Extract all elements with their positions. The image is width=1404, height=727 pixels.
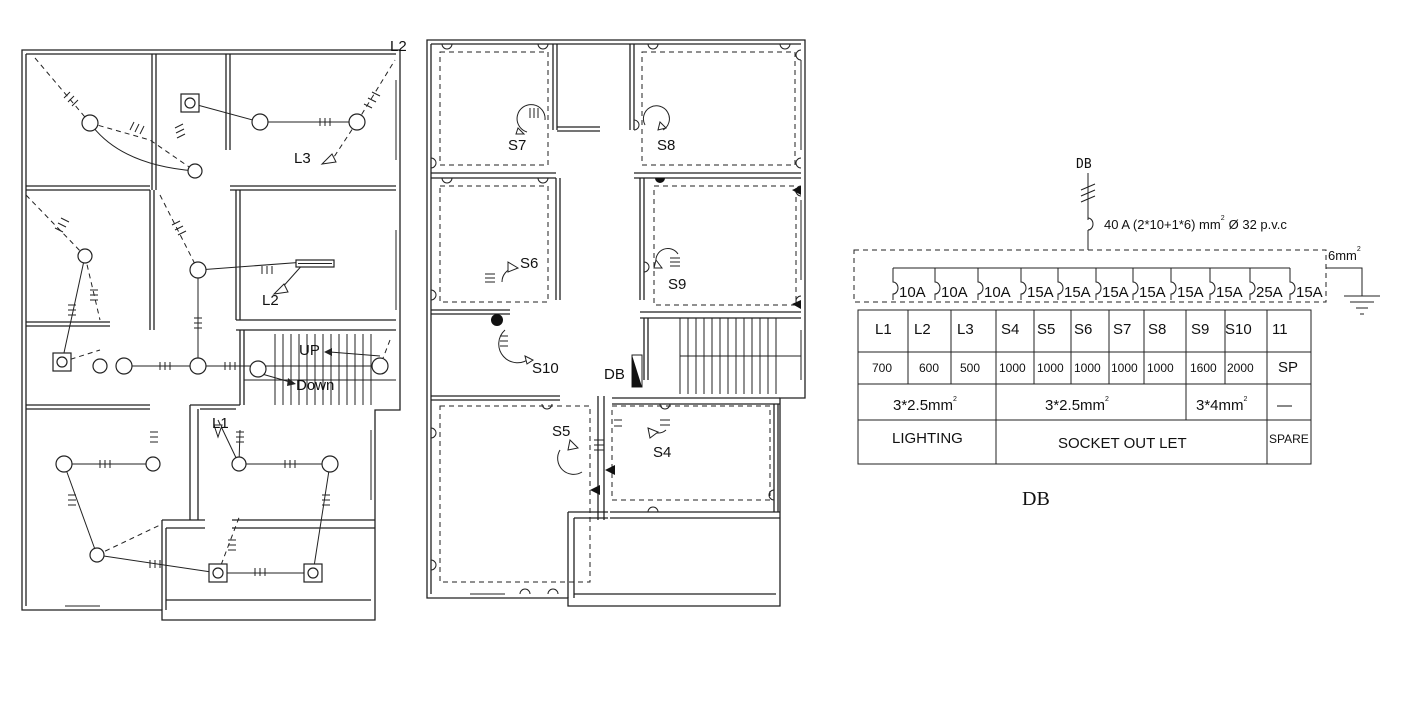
circuit-id-2: L2: [914, 321, 931, 338]
circuit-load-1: 700: [872, 361, 892, 375]
lighting-floor-plan: L1 L2 L2 L3 UP Down: [21, 38, 407, 621]
earth-size: 6mm2: [1328, 246, 1361, 263]
group-spare: SPARE: [1269, 432, 1309, 446]
circuit-load-9: 1600: [1190, 361, 1217, 375]
breaker-rating-3: 10A: [984, 284, 1011, 301]
label-s6: S6: [520, 255, 538, 272]
breaker-7: [1132, 268, 1139, 300]
label-db-location: DB: [604, 366, 625, 383]
label-s4: S4: [653, 444, 671, 461]
breaker-rating-6: 15A: [1102, 284, 1129, 301]
circuit-id-6: S6: [1074, 321, 1092, 338]
circuit-load-6: 1000: [1074, 361, 1101, 375]
breaker-3: [977, 268, 984, 300]
label-s9: S9: [668, 276, 686, 293]
breaker-rating-2: 10A: [941, 284, 968, 301]
breaker-rating-11: 15A: [1296, 284, 1323, 301]
circuit-id-11: 11: [1272, 321, 1288, 338]
circuit-cells: L1 L2 L3 S4 S5 S6 S7 S8 S9 S10 11 700 600 500 1000 1000…: [872, 321, 1298, 376]
circuit-id-5: S5: [1037, 321, 1055, 338]
cable-large: 3*4mm2: [1196, 396, 1248, 414]
breaker-6: [1095, 268, 1102, 300]
breaker-2: [934, 268, 941, 300]
circuit-load-8: 1000: [1147, 361, 1174, 375]
label-l3: L3: [294, 150, 311, 167]
label-l2-room: L2: [262, 292, 279, 309]
breaker-rating-5: 15A: [1064, 284, 1091, 301]
circuit-load-11: SP: [1278, 359, 1298, 376]
label-s7: S7: [508, 137, 526, 154]
breaker-rating-9: 15A: [1216, 284, 1243, 301]
circuit-id-8: S8: [1148, 321, 1166, 338]
breaker-1: [892, 268, 899, 300]
breaker-10: [1249, 268, 1256, 300]
socket-floor-plan: S7 S8 S6 S9 S10 DB S5 S4: [426, 39, 806, 607]
circuit-load-5: 1000: [1037, 361, 1064, 375]
label-stairs-up: UP: [299, 342, 320, 359]
breaker-rating-1: 10A: [899, 284, 926, 301]
db-enclosure: [853, 249, 1327, 303]
cable-lighting: 3*2.5mm2: [893, 396, 957, 414]
circuit-id-1: L1: [875, 321, 892, 338]
group-lighting: LIGHTING: [892, 430, 963, 447]
label-s5: S5: [552, 423, 570, 440]
circuit-id-9: S9: [1191, 321, 1209, 338]
circuit-load-10: 2000: [1227, 361, 1254, 375]
breaker-8: [1170, 268, 1177, 300]
group-socket: SOCKET OUT LET: [1058, 435, 1187, 452]
circuit-id-3: L3: [957, 321, 974, 338]
circuit-load-3: 500: [960, 361, 980, 375]
label-s10: S10: [532, 360, 559, 377]
label-stairs-down: Down: [296, 377, 334, 394]
circuit-load-2: 600: [919, 361, 939, 375]
breaker-4: [1020, 268, 1027, 300]
breaker-11: [1289, 268, 1296, 300]
cable-socket: 3*2.5mm2: [1045, 396, 1109, 414]
label-l2-top: L2: [390, 38, 407, 55]
breaker-rating-7: 15A: [1139, 284, 1166, 301]
breaker-5: [1057, 268, 1064, 300]
circuit-id-10: S10: [1225, 321, 1252, 338]
cable-spare: —: [1277, 397, 1292, 414]
circuit-load-7: 1000: [1111, 361, 1138, 375]
db-feed-label: DB: [1076, 157, 1092, 172]
label-l1: L1: [212, 415, 229, 432]
circuit-load-4: 1000: [999, 361, 1026, 375]
circuit-table: [857, 309, 1312, 465]
breaker-rating-4: 15A: [1027, 284, 1054, 301]
circuit-id-4: S4: [1001, 321, 1019, 338]
breaker-row: 10A 10A 10A 15A 15A 15A 15A 15A 15A 25A 15A: [892, 268, 1323, 301]
db-caption: DB: [1022, 488, 1050, 510]
label-s8: S8: [657, 137, 675, 154]
circuit-id-7: S7: [1113, 321, 1131, 338]
breaker-rating-8: 15A: [1177, 284, 1204, 301]
breaker-rating-10: 25A: [1256, 284, 1283, 301]
breaker-9: [1209, 268, 1216, 300]
